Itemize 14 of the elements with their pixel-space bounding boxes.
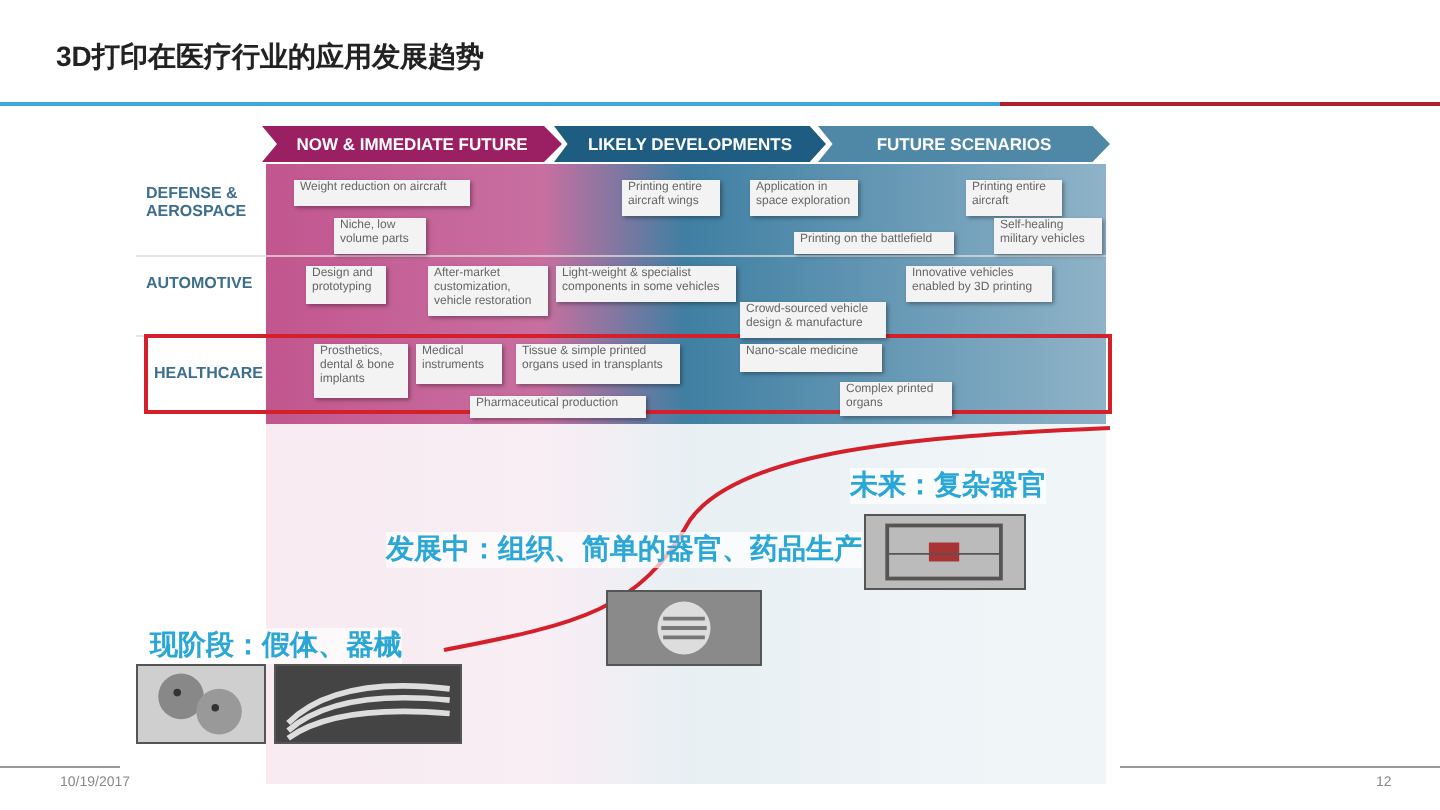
photo [864,514,1026,590]
stage-caption: 未来：复杂器官 [850,468,1046,504]
row-heading: DEFENSE & AEROSPACE [146,184,249,220]
photo [606,590,762,666]
phase-header: FUTURE SCENARIOS [818,126,1110,162]
row-heading: HEALTHCARE [154,364,262,382]
photo [136,664,266,744]
photo [274,664,462,744]
stage-caption: 发展中：组织、简单的器官、药品生产 [386,532,862,568]
phase-header: LIKELY DEVELOPMENTS [554,126,826,162]
slide-title: 3D打印在医疗行业的应用发展趋势 [56,40,484,76]
row-heading: AUTOMOTIVE [146,274,255,292]
stage-caption: 现阶段：假体、器械 [150,628,402,664]
phase-header: NOW & IMMEDIATE FUTURE [262,126,562,162]
